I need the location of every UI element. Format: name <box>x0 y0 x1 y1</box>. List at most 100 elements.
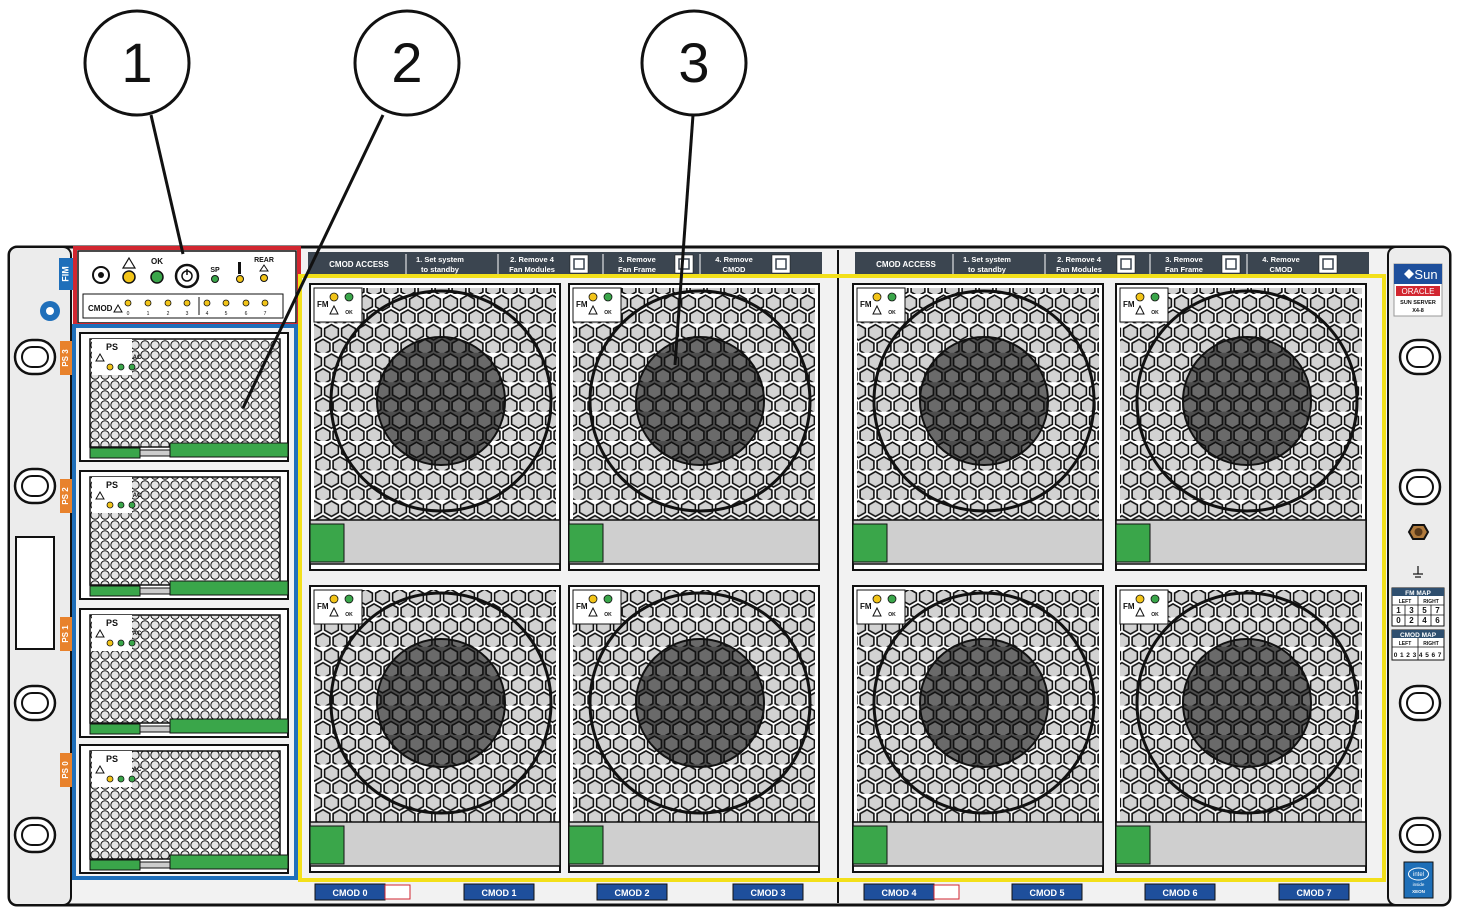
fan-ok-led <box>344 292 354 302</box>
ps-ok-led <box>117 501 125 509</box>
fm-map-header-left: LEFT <box>1399 599 1412 605</box>
cmod-led-number-5: 5 <box>225 311 228 317</box>
callout-2-circle <box>353 9 461 117</box>
fan-fault-icon <box>1135 304 1145 315</box>
power-button-icon <box>174 263 200 289</box>
rack-hole-left-2 <box>13 467 57 505</box>
ps-fault-icon <box>95 490 105 500</box>
fan-ok-led <box>887 594 897 604</box>
banner-step-line1: 2. Remove 4 <box>1057 255 1102 264</box>
intel-inside-text: inside <box>1413 882 1425 887</box>
fan-module-label: FM <box>1123 300 1135 309</box>
right-flange-details: Sun ORACLE SUN SERVER X4-8 FM MAP LEFT R… <box>1391 263 1445 899</box>
ps-side-tab <box>60 341 72 375</box>
cmod-map-cell: 0 <box>1394 652 1398 659</box>
fan-release-latch <box>309 523 345 563</box>
fan-fault-led <box>588 292 598 302</box>
ps-label: PS <box>106 342 118 352</box>
cmod-led-number-6: 6 <box>245 311 248 317</box>
callout-1-number: 1 <box>121 31 152 94</box>
ps-label: PS <box>106 480 118 490</box>
banner-title: CMOD ACCESS <box>876 260 936 269</box>
cmod-slot-label: CMOD 4 <box>881 888 916 898</box>
ps-label: PS <box>106 618 118 628</box>
fan-fault-led <box>872 292 882 302</box>
banner-step-line2: Fan Modules <box>1056 265 1102 274</box>
intel-xeon-text: XEON <box>1412 889 1425 894</box>
cmod-led-number-3: 3 <box>186 311 189 317</box>
ps-tab-label: PS 1 <box>61 625 70 643</box>
fan-ok-led <box>603 292 613 302</box>
cmod-led-number-4: 4 <box>206 311 209 317</box>
ps-ok-led <box>117 639 125 647</box>
fan-fault-icon <box>1135 606 1145 617</box>
cmod-led-6 <box>242 299 250 307</box>
banner-title: CMOD ACCESS <box>329 260 389 269</box>
fan-fault-led <box>872 594 882 604</box>
ps-handle <box>89 859 141 871</box>
rack-hole-right-3 <box>1398 684 1442 722</box>
ps-latch <box>169 854 289 870</box>
intel-logo-text: intel <box>1413 872 1424 878</box>
fan-handle <box>852 821 1104 867</box>
rear-indicator-label: REAR <box>254 257 274 264</box>
cmod-slot-label: CMOD 6 <box>1162 888 1197 898</box>
cmod-led-number-1: 1 <box>147 311 150 317</box>
banner-step-line1: 2. Remove 4 <box>510 255 555 264</box>
fan-release-latch <box>568 523 604 563</box>
fan-rotor <box>329 591 553 815</box>
fan-ok-led <box>887 292 897 302</box>
fan-ok-led <box>1150 594 1160 604</box>
fan-module-3: FM OK <box>1115 283 1367 571</box>
cmod-led-4 <box>203 299 211 307</box>
cmod-slot-label: CMOD 5 <box>1029 888 1064 898</box>
service-led <box>122 270 136 284</box>
fim-label: FIM <box>60 266 70 282</box>
callout-box-2 <box>72 324 298 880</box>
fan-release-latch <box>852 523 888 563</box>
fan-handle <box>1115 821 1367 867</box>
sun-logo-icon <box>1404 269 1414 279</box>
fan-ok-label: OK <box>604 310 612 316</box>
cmod-led-number-7: 7 <box>264 311 267 317</box>
ps-ok-led <box>117 775 125 783</box>
ok-indicator-label: OK <box>151 257 163 266</box>
fan-rotor <box>1135 289 1359 513</box>
ps-side-tab <box>60 479 72 513</box>
rack-hole-right-1 <box>1398 338 1442 376</box>
fm-map-cell: 7 <box>1435 606 1440 615</box>
fan-ok-led <box>1150 292 1160 302</box>
fan-ok-label: OK <box>888 310 896 316</box>
fan-handle <box>309 519 561 565</box>
cmod-slot-label: CMOD 7 <box>1296 888 1331 898</box>
oracle-logo-text: ORACLE <box>1402 287 1435 296</box>
callout-2-leader <box>241 114 385 409</box>
fan-ok-label: OK <box>1151 310 1159 316</box>
cmod-map-cell: 2 <box>1406 652 1410 659</box>
cmod-map-header-left: LEFT <box>1399 641 1412 647</box>
banner-step-line2: Fan Frame <box>1165 265 1203 274</box>
cmod-pull-tab <box>384 884 411 900</box>
model-line-1: SUN SERVER <box>1400 300 1436 306</box>
fan-ok-label: OK <box>604 612 612 618</box>
fan-fault-led <box>329 594 339 604</box>
ps-fault-led <box>106 501 114 509</box>
fan-ok-label: OK <box>345 612 353 618</box>
rack-hole-right-4 <box>1398 816 1442 854</box>
callout-box-3 <box>298 274 1386 882</box>
cmod-map-cell: 5 <box>1425 652 1429 659</box>
cmod-led-label: CMOD <box>88 304 113 313</box>
cmod-slot-7: CMOD 7 <box>1278 883 1350 901</box>
over-temp-led <box>236 275 244 283</box>
cmod-pull-tab <box>933 884 960 900</box>
fan-fault-led <box>1135 292 1145 302</box>
cmod-slot-label: CMOD 2 <box>614 888 649 898</box>
ps-fault-icon <box>95 352 105 362</box>
